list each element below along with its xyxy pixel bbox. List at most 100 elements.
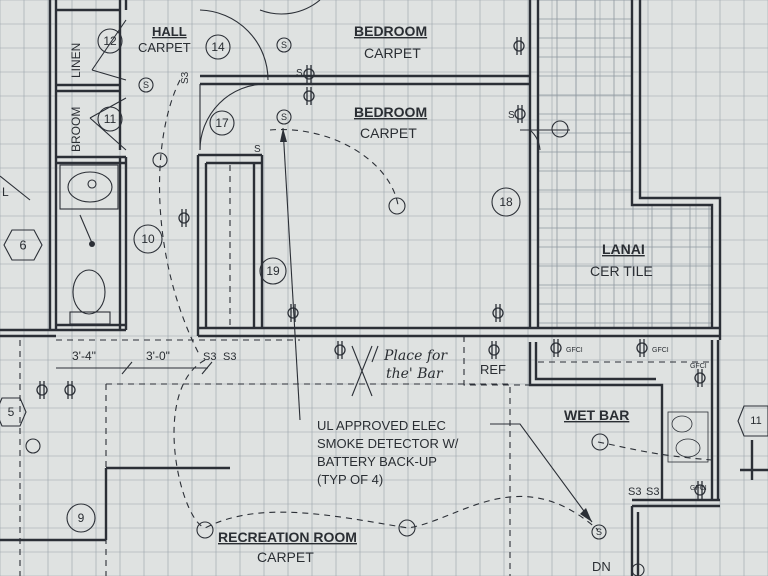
wet-bar-name: WET BAR — [564, 407, 629, 423]
marker-6-hex — [3, 229, 43, 261]
bath-light-dot — [89, 241, 95, 247]
leader-to-smoke-detector — [282, 127, 301, 421]
broom-closet-label: BROOM — [69, 107, 83, 152]
rec-wiring-loop — [173, 359, 599, 531]
rec-partitions — [0, 440, 768, 542]
smoke-detector-hall: S — [143, 80, 149, 90]
annotation-line-1: UL APPROVED ELEC — [317, 418, 446, 433]
outlet-symbol — [694, 481, 706, 499]
toilet-tank — [69, 311, 111, 325]
rec-partition-left — [0, 466, 230, 542]
marker-11b-hex — [737, 405, 768, 437]
switch-s3-b: S3 — [223, 351, 236, 363]
marker-11b: 11 — [750, 415, 761, 427]
outlet-symbol — [492, 304, 504, 322]
marker-6: 6 — [19, 238, 26, 253]
hall-closet-walls — [56, 8, 120, 93]
light-stair — [631, 563, 645, 576]
marker-9: 9 — [78, 511, 85, 525]
light-bedroom — [388, 197, 406, 215]
bedroom-floor: CARPET — [360, 125, 417, 141]
top-bedroom-floor: CARPET — [364, 45, 421, 61]
dimension-string — [56, 361, 213, 375]
ceiling-lights — [25, 120, 645, 576]
room-labels: HALL CARPET BEDROOM CARPET BEDROOM CARPE… — [69, 23, 653, 574]
bar-x-mark — [351, 345, 373, 397]
gfci-3: GFCI — [690, 363, 707, 370]
wet-bar-walls — [528, 342, 664, 500]
smoke-detectors: S S S S — [138, 37, 607, 540]
gfci-2: GFCI — [652, 347, 669, 354]
ref-label: REF — [480, 362, 506, 377]
leader-arrowhead-2 — [580, 508, 592, 522]
light-lanai — [551, 120, 569, 138]
bedroom-door-arc — [199, 83, 267, 151]
sink-basin — [67, 171, 113, 203]
dashed-lines — [19, 79, 713, 576]
handwritten-bar-note: Place for the' Bar — [383, 348, 448, 382]
outlet-symbol — [64, 381, 76, 399]
outlet-symbol — [488, 341, 500, 359]
top-bedroom-bottom-wall — [200, 74, 530, 86]
switch-s-top: S — [296, 68, 303, 79]
lanai-right-wall — [630, 0, 722, 340]
switch-s-bedroom: S — [254, 144, 261, 155]
marker-10: 10 — [141, 232, 155, 246]
outlet-symbol — [36, 381, 48, 399]
outlet-symbol — [550, 339, 562, 357]
bath-diagonal — [79, 214, 93, 244]
outlets — [36, 37, 706, 499]
marker-17: 17 — [215, 116, 229, 130]
lanai-name: LANAI — [602, 241, 645, 257]
lanai-door-arc — [529, 129, 541, 151]
annotation-line-3: BATTERY BACK-UP — [317, 454, 437, 469]
linen-door-lines — [91, 19, 127, 81]
sink-drain — [87, 179, 97, 189]
wet-bar-basin-b — [675, 438, 701, 458]
stair-wall — [630, 506, 640, 576]
leaders — [0, 127, 593, 523]
walls — [0, 0, 722, 576]
left-lower-wall — [0, 328, 56, 338]
marker-11: 11 — [104, 112, 117, 126]
marker-19: 19 — [266, 264, 280, 278]
switch-s3-wet-bar-b: S3 — [646, 486, 659, 498]
number-markers: 12 14 11 17 18 10 19 6 5 9 11 — [0, 28, 768, 533]
switch-s3-wet-bar-a: S3 — [628, 486, 641, 498]
outlet-symbol — [334, 341, 346, 359]
ref-box — [463, 336, 530, 386]
lanai-floor: CER TILE — [590, 263, 653, 279]
recreation-name: RECREATION ROOM — [218, 529, 357, 545]
marker-5-hex — [0, 397, 27, 427]
gfci-4: GFCI — [690, 485, 707, 492]
light-rec-1 — [196, 521, 214, 539]
bath-fixtures — [59, 164, 709, 463]
hall-wiring-arc — [158, 79, 201, 357]
bedroom-bottom-wall — [198, 326, 720, 338]
wet-bar-right-wall — [632, 340, 720, 508]
dimension-1: 3'-4" — [72, 349, 96, 363]
smoke-detector-bedroom: S — [281, 112, 287, 122]
annotation-line-4: (TYP OF 4) — [317, 472, 383, 487]
bath-leader-label: L — [2, 185, 9, 199]
bath-leader — [0, 175, 31, 201]
gfci-labels: GFCI GFCI GFCI GFCI — [566, 347, 707, 492]
note-line-2: the' Bar — [386, 366, 444, 382]
switch-and-dimension-labels: 3'-4" 3'-0" S3 S3 S3 S S S S3 S3 L — [2, 68, 659, 498]
marker-18: 18 — [499, 195, 513, 209]
bedroom-light-arc — [269, 128, 399, 206]
wet-bar-sink — [667, 411, 709, 463]
light-wet-bar — [591, 433, 609, 451]
smoke-detector-note: UL APPROVED ELEC SMOKE DETECTOR W/ BATTE… — [317, 418, 459, 487]
bath-walls — [56, 155, 128, 332]
outlet-symbol — [636, 339, 648, 357]
bedroom-right-wall — [528, 0, 540, 328]
wet-bar-basin-a — [671, 415, 693, 433]
smoke-detector-wet-bar: S — [596, 527, 602, 537]
vanity-sink — [59, 164, 119, 210]
light-left-lower — [25, 438, 41, 454]
switch-s-lanai: S — [508, 110, 515, 121]
outlet-symbol — [694, 369, 706, 387]
doors — [89, 0, 570, 151]
outlet-symbol — [514, 105, 526, 123]
